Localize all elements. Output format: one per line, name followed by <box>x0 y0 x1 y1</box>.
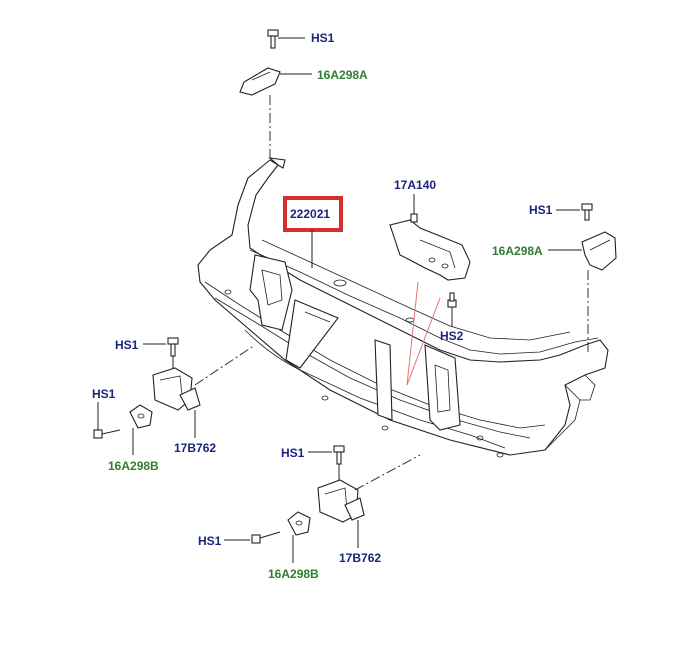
pointer-line-b <box>406 297 441 386</box>
right-bracket-assembly <box>548 203 617 355</box>
label-hs1-left-upper: HS1 <box>115 338 139 352</box>
label-222021: 222021 <box>290 207 330 221</box>
label-hs2: HS2 <box>440 329 464 343</box>
label-hs1-left-lower: HS1 <box>92 387 116 401</box>
label-16a298a-top: 16A298A <box>317 68 368 82</box>
label-hs1-bottom-lower: HS1 <box>198 534 222 548</box>
bottom-mount-assembly <box>224 445 421 563</box>
bolt-hs2-shape <box>447 292 457 327</box>
label-16a298b-bottom: 16A298B <box>268 567 319 581</box>
label-hs1-bottom-upper: HS1 <box>281 446 305 460</box>
label-16a298b-left: 16A298B <box>108 459 159 473</box>
bolt-hs1-top-shape <box>267 29 279 49</box>
highlight-box <box>283 196 343 232</box>
bracket-17a140 <box>389 194 471 281</box>
label-hs1-right: HS1 <box>529 203 553 217</box>
bracket-16a298a-top-shape <box>239 67 281 96</box>
radiator-support-frame <box>197 157 609 458</box>
label-17b762-bottom: 17B762 <box>339 551 381 565</box>
label-17b762-left: 17B762 <box>174 441 216 455</box>
label-17a140: 17A140 <box>394 178 436 192</box>
pointer-line-a <box>406 281 419 386</box>
top-bracket-assembly <box>239 29 312 160</box>
label-16a298a-right: 16A298A <box>492 244 543 258</box>
label-hs1-top: HS1 <box>311 31 335 45</box>
left-lower-mount-assembly <box>93 337 256 455</box>
